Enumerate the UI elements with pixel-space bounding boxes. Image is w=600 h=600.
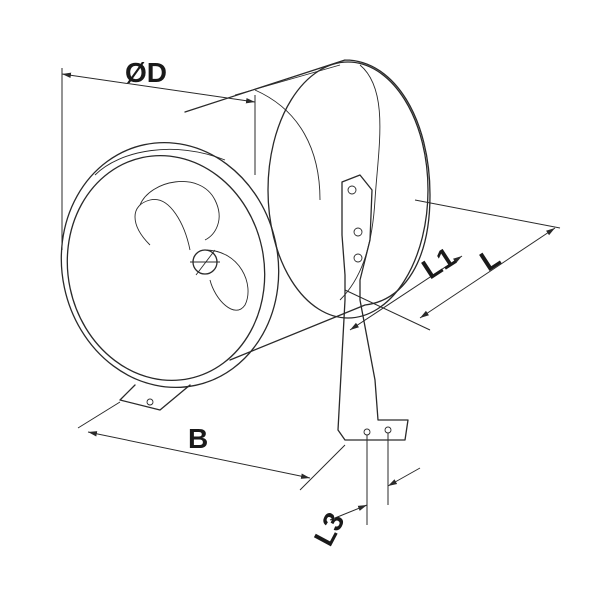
impeller xyxy=(134,181,249,311)
front-ring xyxy=(60,141,280,389)
diameter-label: ØD xyxy=(125,57,167,88)
diameter-dimension: ØD xyxy=(61,57,256,250)
width-dimension: B xyxy=(77,401,346,491)
length-dimensions: L1 L xyxy=(344,199,561,331)
fan-body xyxy=(184,59,431,361)
front-foot xyxy=(119,384,191,411)
rear-bracket xyxy=(337,174,409,441)
l3-dimension: L3 xyxy=(308,433,421,551)
l-label: L xyxy=(474,242,505,277)
b-label: B xyxy=(188,423,208,454)
